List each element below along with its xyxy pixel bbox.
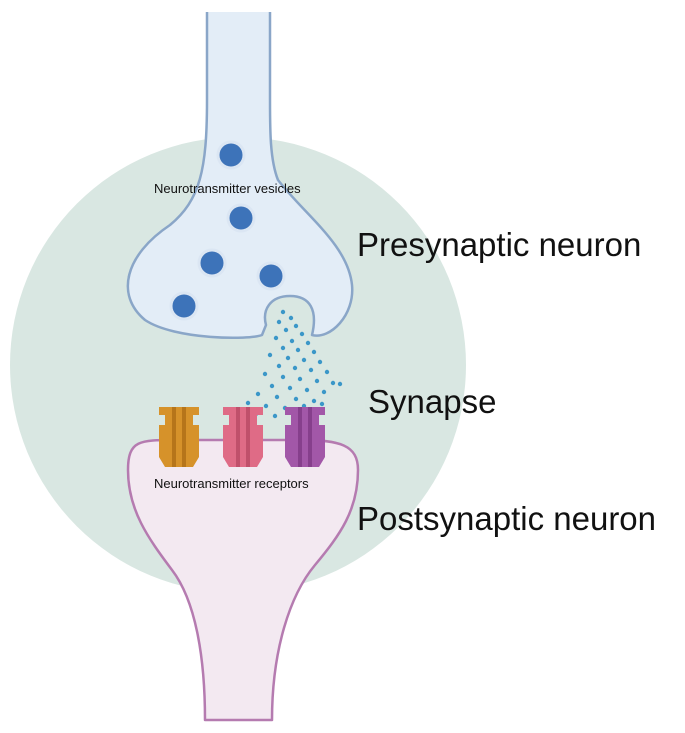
neurotransmitter-dot (311, 398, 317, 404)
vesicle (256, 261, 286, 291)
neurotransmitter-dot (297, 376, 303, 382)
neurotransmitter-dot (263, 403, 269, 409)
neurotransmitter-dot (308, 367, 314, 373)
presynaptic-neuron (126, 12, 354, 340)
vesicle (197, 248, 227, 278)
neurotransmitter-dot (289, 338, 295, 344)
neurotransmitter-dot (272, 413, 278, 419)
presynaptic-label: Presynaptic neuron (357, 226, 641, 263)
neurotransmitter-dot (280, 374, 286, 380)
neurotransmitter-dot (245, 400, 251, 406)
vesicles-label: Neurotransmitter vesicles (154, 181, 301, 196)
vesicle (226, 203, 256, 233)
neurotransmitter-dot (292, 365, 298, 371)
neurotransmitter-dot (305, 340, 311, 346)
neurotransmitter-dot (280, 309, 286, 315)
receptor-purple (285, 407, 325, 467)
neurotransmitter-dot (321, 389, 327, 395)
vesicles (169, 140, 286, 321)
neurotransmitter-dot (337, 381, 343, 387)
neurotransmitter-dot (276, 319, 282, 325)
neurotransmitter-dot (276, 363, 282, 369)
neurotransmitter-dot (330, 380, 336, 386)
neurotransmitter-dot (314, 378, 320, 384)
neurotransmitter-dot (287, 385, 293, 391)
neurotransmitter-dot (288, 315, 294, 321)
neurotransmitter-dot (269, 383, 275, 389)
vesicle (169, 291, 199, 321)
neurotransmitter-dot (283, 327, 289, 333)
neurotransmitter-dot (262, 371, 268, 377)
neurotransmitter-dot (317, 359, 323, 365)
neurotransmitter-dot (319, 401, 325, 407)
postsynaptic-label: Postsynaptic neuron (357, 500, 656, 537)
neurotransmitter-dot (274, 394, 280, 400)
neurotransmitter-molecules (245, 309, 343, 419)
neurotransmitter-dot (299, 331, 305, 337)
neurotransmitter-dot (293, 323, 299, 329)
neurotransmitter-dot (255, 391, 261, 397)
neurotransmitter-dot (293, 396, 299, 402)
neurotransmitter-dot (301, 357, 307, 363)
neurotransmitter-dot (285, 355, 291, 361)
neurotransmitter-dot (324, 369, 330, 375)
neurotransmitter-dot (267, 352, 273, 358)
neurotransmitter-dot (295, 347, 301, 353)
vesicle (216, 140, 246, 170)
receptor-orange (159, 407, 199, 467)
neurotransmitter-dot (304, 387, 310, 393)
receptors-label: Neurotransmitter receptors (154, 476, 309, 491)
neurotransmitter-dot (280, 345, 286, 351)
neurotransmitter-dot (273, 335, 279, 341)
receptor-pink (223, 407, 263, 467)
synapse-label: Synapse (368, 383, 496, 420)
neurotransmitter-dot (311, 349, 317, 355)
